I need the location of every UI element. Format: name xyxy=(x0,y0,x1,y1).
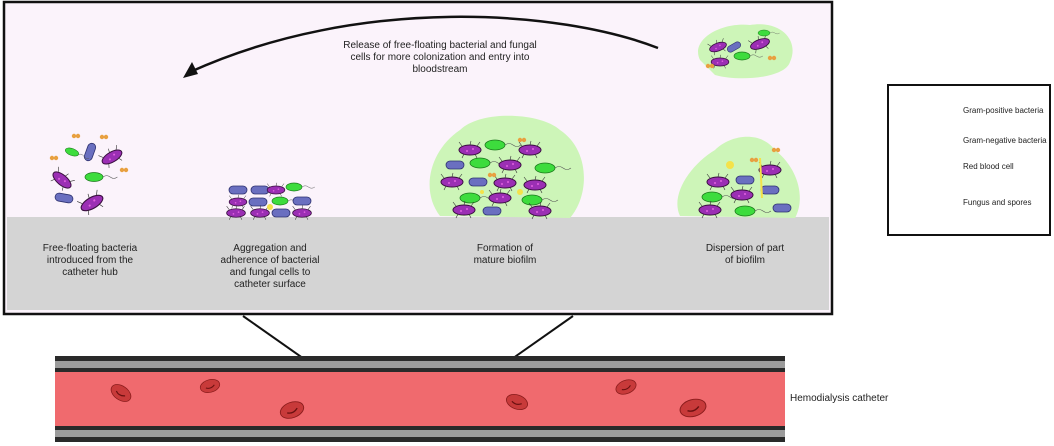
stage-3-cells xyxy=(440,137,572,220)
legend: Gram-positive bacteria Gram-negative bac… xyxy=(887,84,1051,236)
release-label: Release of free-floating bacterial and f… xyxy=(343,40,537,75)
legend-label-gram-positive: Gram-positive bacteria xyxy=(963,106,1044,115)
stage-3-label: Formation of mature biofilm xyxy=(473,243,537,266)
release-arrow xyxy=(189,15,659,74)
blood-lumen xyxy=(55,372,785,426)
legend-label-rbc: Red blood cell xyxy=(963,162,1014,171)
release-arrowhead xyxy=(183,62,198,78)
legend-label-fungus: Fungus and spores xyxy=(963,198,1032,207)
catheter-label: Hemodialysis catheter xyxy=(790,393,889,404)
legend-label-gram-negative: Gram-negative bacteria xyxy=(963,136,1047,145)
stage-4-label: Dispersion of part of biofilm xyxy=(705,243,785,266)
stage-2-cells xyxy=(226,182,316,221)
stage-4-cells xyxy=(698,147,792,219)
stage-1-label: Free-floating bacteria introduced from t… xyxy=(42,243,138,278)
catheter-surface xyxy=(7,217,829,310)
stage-2-label: Aggregation and adherence of bacterial a… xyxy=(220,243,320,290)
